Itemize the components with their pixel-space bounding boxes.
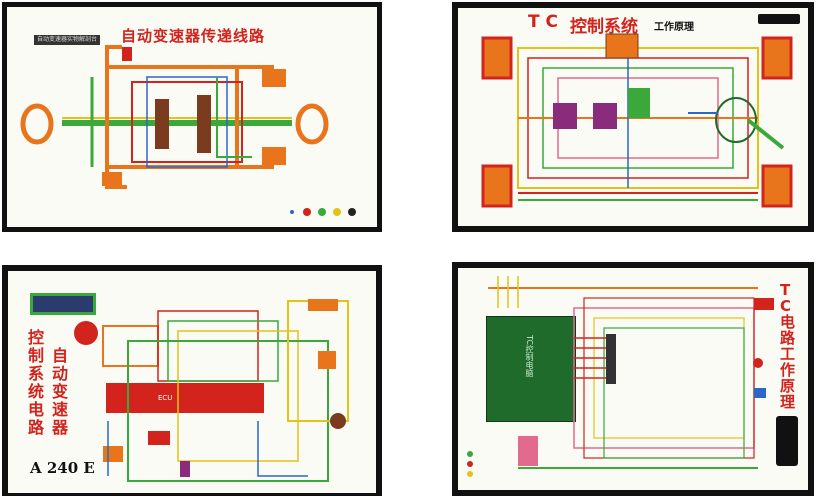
- panel-tc-circuit: TC控制电脑 T C 电 路 工 作 原 理: [458, 268, 808, 490]
- transmission-diagram: [20, 45, 356, 216]
- tc-circuit-diagram: [467, 276, 798, 477]
- a240e-diagram: [74, 299, 349, 482]
- board-tc-system: T C 控制系统 工作原理: [452, 2, 814, 232]
- panel-tc-system: T C 控制系统 工作原理: [458, 8, 808, 226]
- transmission-title: 自动变速器传递线路: [121, 27, 266, 45]
- board-transmission: 自动变速器实物解剖台 自动变速器传递线路: [2, 2, 382, 232]
- tc-circuit-ecu: TC控制电脑: [486, 316, 576, 422]
- a240e-lcd: [30, 293, 96, 315]
- tc-system-diagram: [481, 33, 793, 208]
- board-a240e: 控 制 系 统 电 路 自 动 变 速 器 A 240 E: [2, 265, 382, 496]
- a240e-vertical-title-right: 自 动 变 速 器: [52, 346, 69, 437]
- tc-circuit-vertical-title: T C 电 路 工 作 原 理: [780, 281, 796, 411]
- tc-circuit-ecu-label: TC控制电脑: [525, 335, 534, 378]
- board-tc-circuit: TC控制电脑 T C 电 路 工 作 原 理: [452, 262, 814, 496]
- a240e-vertical-title-left: 控 制 系 统 电 路: [28, 328, 45, 437]
- panel-transmission: 自动变速器实物解剖台 自动变速器传递线路: [7, 7, 377, 227]
- tc-system-title-sub: 工作原理: [654, 22, 694, 33]
- tc-system-display: [758, 14, 800, 24]
- transmission-label-plate: 自动变速器实物解剖台: [34, 35, 100, 45]
- tc-system-title-prefix: T C: [528, 12, 558, 32]
- tc-system-title-main: 控制系统: [570, 17, 638, 37]
- panel-a240e: 控 制 系 统 电 路 自 动 变 速 器 A 240 E: [8, 271, 376, 493]
- a240e-model-label: A 240 E: [30, 459, 95, 477]
- a240e-ecu-label: ECU: [158, 394, 173, 402]
